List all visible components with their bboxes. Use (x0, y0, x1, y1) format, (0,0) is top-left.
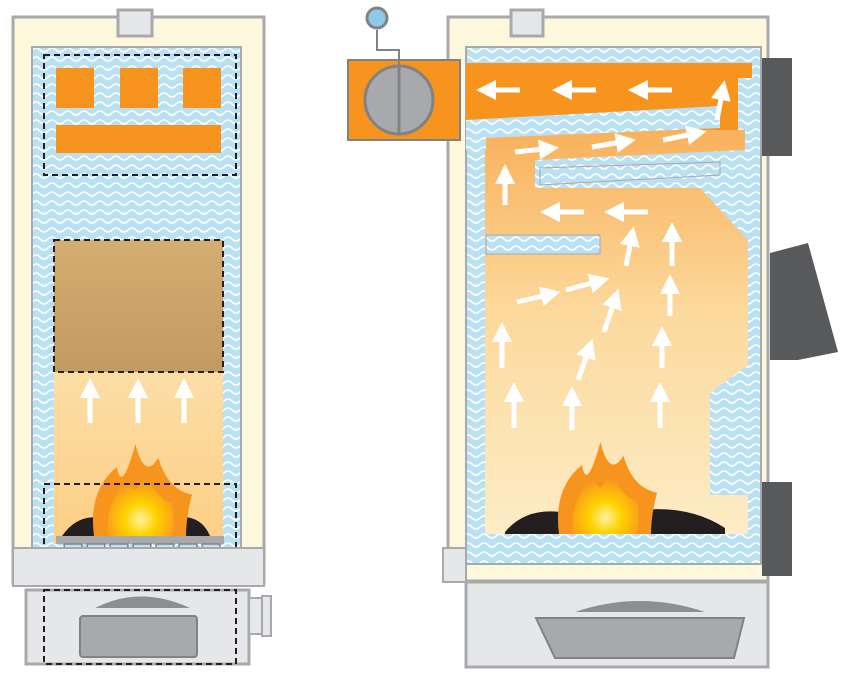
loading-door-open (770, 243, 838, 360)
lower-door (762, 482, 792, 576)
side-arrow-11 (516, 286, 561, 307)
side-arrow-17 (575, 338, 596, 381)
front-flue-outlet (116, 8, 154, 38)
side-flue-outlet (509, 8, 545, 38)
hot-gas-arrows-front (80, 378, 194, 423)
grate-bar (56, 536, 224, 544)
side-arrow-7 (662, 125, 707, 145)
front-section-view (11, 8, 272, 666)
side-ash-handle (575, 601, 705, 612)
top-water-band (466, 106, 720, 150)
ash-zone (43, 589, 237, 665)
side-flame (505, 442, 725, 534)
side-arrow-14 (620, 226, 640, 267)
front-side-pipe-flange (261, 595, 272, 637)
ash-box-handle (95, 596, 190, 608)
flue-passage-3 (183, 68, 221, 108)
side-flame-inner (572, 467, 639, 534)
fuel-load (53, 239, 224, 373)
side-arrow-6 (591, 133, 636, 153)
ash-drawer (79, 615, 198, 658)
front-flame-inner (107, 469, 174, 536)
baffle-upper (539, 161, 721, 186)
side-arrow-12 (565, 273, 610, 294)
side-arrow-13 (601, 288, 622, 333)
side-arrow-5 (514, 139, 559, 160)
front-flame (62, 444, 210, 536)
heat-exchanger-zone (43, 54, 237, 176)
side-section-view (347, 6, 838, 669)
temperature-sensor (365, 6, 389, 30)
upper-door (762, 58, 792, 156)
side-step (442, 547, 467, 583)
flue-passage-1 (56, 68, 94, 108)
baffle-lower (485, 234, 601, 255)
flue-passage-horizontal (56, 125, 221, 153)
side-arrow-4 (711, 80, 731, 121)
sensor-wire (376, 30, 400, 66)
side-combustion-chamber (485, 130, 748, 534)
hot-gas-arrows-side (476, 80, 731, 430)
side-ash-drawer (534, 617, 746, 659)
front-plinth (12, 547, 265, 587)
flue-passage-2 (120, 68, 158, 108)
